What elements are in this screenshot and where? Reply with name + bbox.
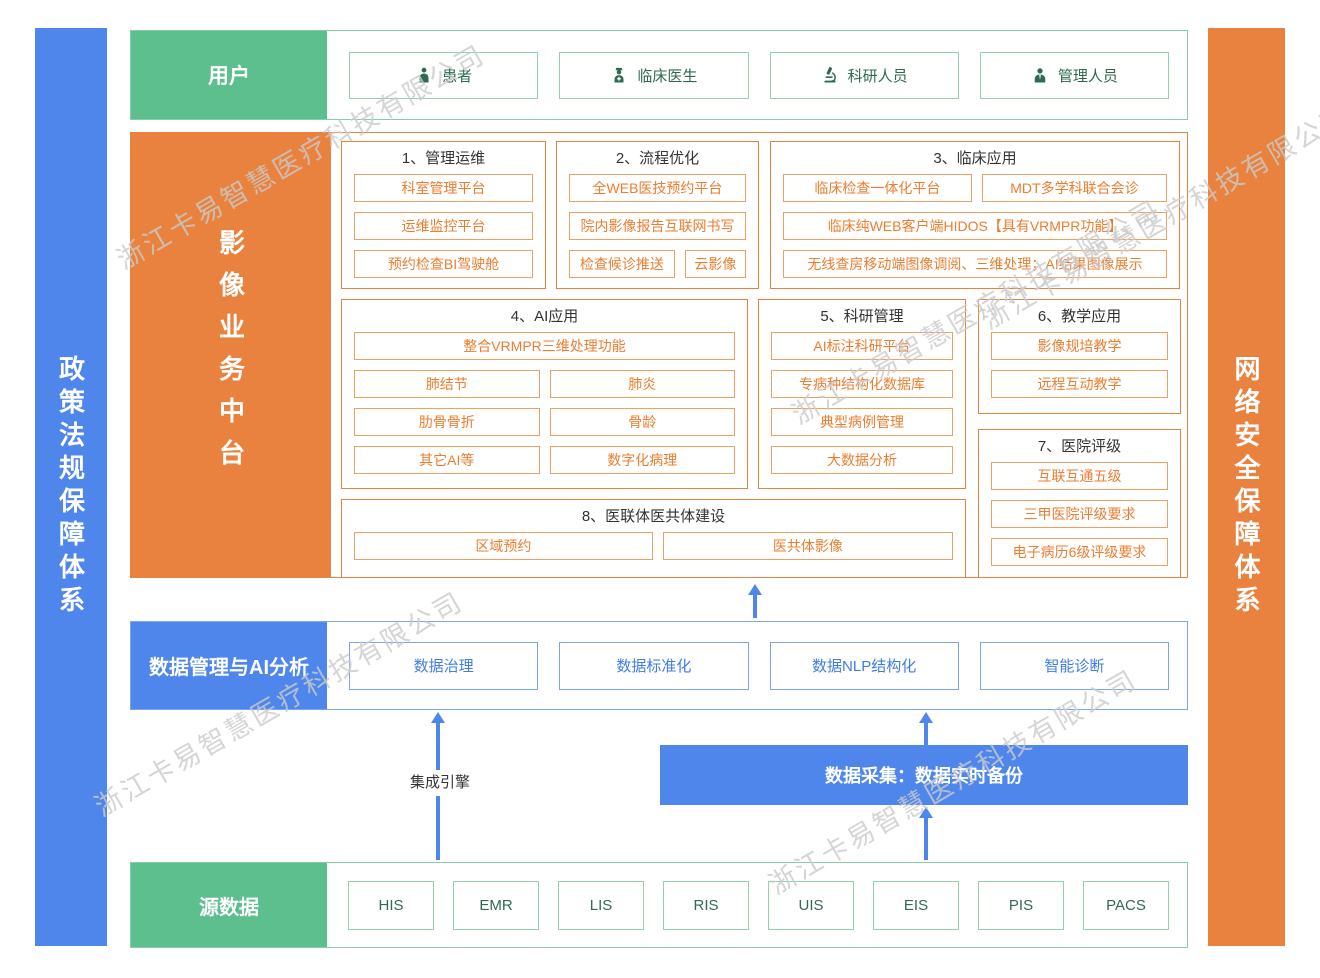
- users-section-label: 用户: [131, 31, 327, 119]
- arrow-head-icon: [919, 712, 933, 723]
- group-item: 互联互通五级: [991, 462, 1168, 490]
- group-title: 7、医院评级: [1037, 438, 1122, 455]
- user-box-patient: 患者: [349, 51, 539, 99]
- group-item: 全WEB医技预约平台: [569, 174, 746, 202]
- arrow-shaft: [924, 723, 928, 745]
- group-item: 院内影像报告互联网书写: [569, 212, 746, 240]
- arrow-shaft: [753, 595, 757, 618]
- arrow-head-icon: [431, 712, 445, 723]
- user-box-researcher: 科研人员: [769, 51, 959, 99]
- group-title: 8、医联体医共体建设: [581, 508, 726, 525]
- group-item: 三甲医院评级要求: [991, 500, 1168, 528]
- group-item: 骨龄: [549, 408, 735, 436]
- group-item: 专病种结构化数据库: [771, 370, 953, 398]
- group-title: 2、流程优化: [615, 150, 700, 167]
- group-item: 影像规培教学: [991, 332, 1168, 360]
- group-title: 5、科研管理: [820, 308, 904, 325]
- source-box-ris: RIS: [663, 880, 749, 930]
- data-management-section: 数据管理与AI分析 数据治理 数据标准化 数据NLP结构化 智能诊断: [130, 621, 1188, 710]
- group-item: 肋骨骨折: [354, 408, 540, 436]
- user-label: 科研人员: [847, 67, 908, 85]
- group-clinical-application: 3、临床应用 临床检查一体化平台 MDT多学科联合会诊 临床纯WEB客户端HID…: [770, 141, 1180, 289]
- data-management-label: 数据管理与AI分析: [131, 622, 327, 709]
- arrow-shaft: [924, 818, 928, 860]
- group-item: 区域预约: [354, 532, 653, 560]
- group-title: 4、AI应用: [510, 308, 579, 325]
- group-title: 1、管理运维: [401, 150, 486, 167]
- group-item: 临床纯WEB客户端HIDOS【具有VRMPR功能】: [783, 212, 1167, 240]
- microscope-icon: [821, 66, 839, 84]
- source-box-eis: EIS: [873, 880, 959, 930]
- group-research-management: 5、科研管理 AI标注科研平台 专病种结构化数据库 典型病例管理 大数据分析: [758, 299, 966, 489]
- arrow-collect-to-mgmt: [918, 712, 934, 745]
- source-box-emr: EMR: [453, 880, 539, 930]
- group-item: 大数据分析: [771, 446, 953, 474]
- group-item: AI标注科研平台: [771, 332, 953, 360]
- group-item: 预约检查BI驾驶舱: [354, 250, 533, 278]
- source-box-uis: UIS: [768, 880, 854, 930]
- data-box: 智能诊断: [979, 641, 1169, 690]
- group-item: 无线查房移动端图像调阅、三维处理；AI结果图像展示: [783, 250, 1167, 278]
- arrow-head-icon: [748, 584, 762, 595]
- source-data-label: 源数据: [131, 863, 327, 947]
- imaging-platform-label: 影像业务中台: [215, 229, 246, 481]
- arrow-head-icon: [919, 807, 933, 818]
- group-item: 典型病例管理: [771, 408, 953, 436]
- group-title: 3、临床应用: [933, 150, 1017, 167]
- user-label: 管理人员: [1057, 67, 1118, 85]
- policy-regulation-sidebar: 政策法规保障体系: [35, 28, 107, 946]
- group-item: 肺结节: [354, 370, 540, 398]
- network-security-sidebar: 网络安全保障体系: [1208, 28, 1285, 946]
- arrow-source-to-collect: [918, 807, 934, 860]
- imaging-platform-section: 影像业务中台 1、管理运维 科室管理平台 运维监控平台 预约检查BI驾驶舱 2、…: [130, 132, 1188, 578]
- group-teaching-application: 6、教学应用 影像规培教学 远程互动教学: [978, 299, 1181, 414]
- group-item: 科室管理平台: [354, 174, 533, 202]
- group-item: 云影像: [684, 250, 746, 278]
- source-data-row: HIS EMR LIS RIS UIS EIS PIS PACS: [327, 863, 1187, 947]
- source-box-pis: PIS: [978, 880, 1064, 930]
- user-box-admin: 管理人员: [979, 51, 1169, 99]
- source-box-lis: LIS: [558, 880, 644, 930]
- group-item: MDT多学科联合会诊: [981, 174, 1167, 202]
- group-item: 医共体影像: [662, 532, 953, 560]
- doctor-icon: [610, 66, 628, 84]
- group-item: 临床检查一体化平台: [783, 174, 972, 202]
- source-box-pacs: PACS: [1083, 880, 1169, 930]
- group-medical-consortium: 8、医联体医共体建设 区域预约 医共体影像: [341, 499, 966, 578]
- imaging-platform-label-col: 影像业务中台: [131, 133, 331, 577]
- group-item: 其它AI等: [354, 446, 540, 474]
- group-item: 整合VRMPR三维处理功能: [354, 332, 735, 360]
- group-hospital-rating: 7、医院评级 互联互通五级 三甲医院评级要求 电子病历6级评级要求: [978, 429, 1181, 578]
- group-management-ops: 1、管理运维 科室管理平台 运维监控平台 预约检查BI驾驶舱: [341, 141, 546, 289]
- source-data-section: 源数据 HIS EMR LIS RIS UIS EIS PIS PACS: [130, 862, 1188, 948]
- group-title: 6、教学应用: [1037, 308, 1122, 325]
- group-item: 肺炎: [549, 370, 735, 398]
- user-label: 临床医生: [637, 67, 698, 85]
- users-row: 患者 临床医生 科研人员 管理人员: [327, 31, 1187, 119]
- admin-icon: [1031, 66, 1049, 84]
- data-box: 数据治理: [349, 641, 539, 690]
- arrow-up-to-platform: [747, 584, 763, 618]
- group-item: 数字化病理: [549, 446, 735, 474]
- data-collect-bar: 数据采集：数据实时备份: [660, 745, 1188, 805]
- source-box-his: HIS: [348, 880, 434, 930]
- group-process-optimization: 2、流程优化 全WEB医技预约平台 院内影像报告互联网书写 检查候诊推送 云影像: [556, 141, 759, 289]
- data-management-row: 数据治理 数据标准化 数据NLP结构化 智能诊断: [327, 622, 1187, 709]
- network-security-label: 网络安全保障体系: [1231, 355, 1261, 619]
- users-section: 用户 患者 临床医生 科研人员: [130, 30, 1188, 120]
- group-item: 运维监控平台: [354, 212, 533, 240]
- policy-regulation-label: 政策法规保障体系: [55, 355, 86, 619]
- group-ai-application: 4、AI应用 整合VRMPR三维处理功能 肺结节 肺炎 肋骨骨折 骨龄 其它AI…: [341, 299, 748, 489]
- integration-engine-label: 集成引擎: [388, 770, 492, 796]
- group-item: 电子病历6级评级要求: [991, 538, 1168, 566]
- group-item: 远程互动教学: [991, 370, 1168, 398]
- data-box: 数据标准化: [559, 641, 749, 690]
- patient-icon: [415, 66, 433, 84]
- data-box: 数据NLP结构化: [769, 641, 959, 690]
- user-box-doctor: 临床医生: [559, 51, 749, 99]
- group-item: 检查候诊推送: [569, 250, 675, 278]
- user-label: 患者: [442, 67, 473, 85]
